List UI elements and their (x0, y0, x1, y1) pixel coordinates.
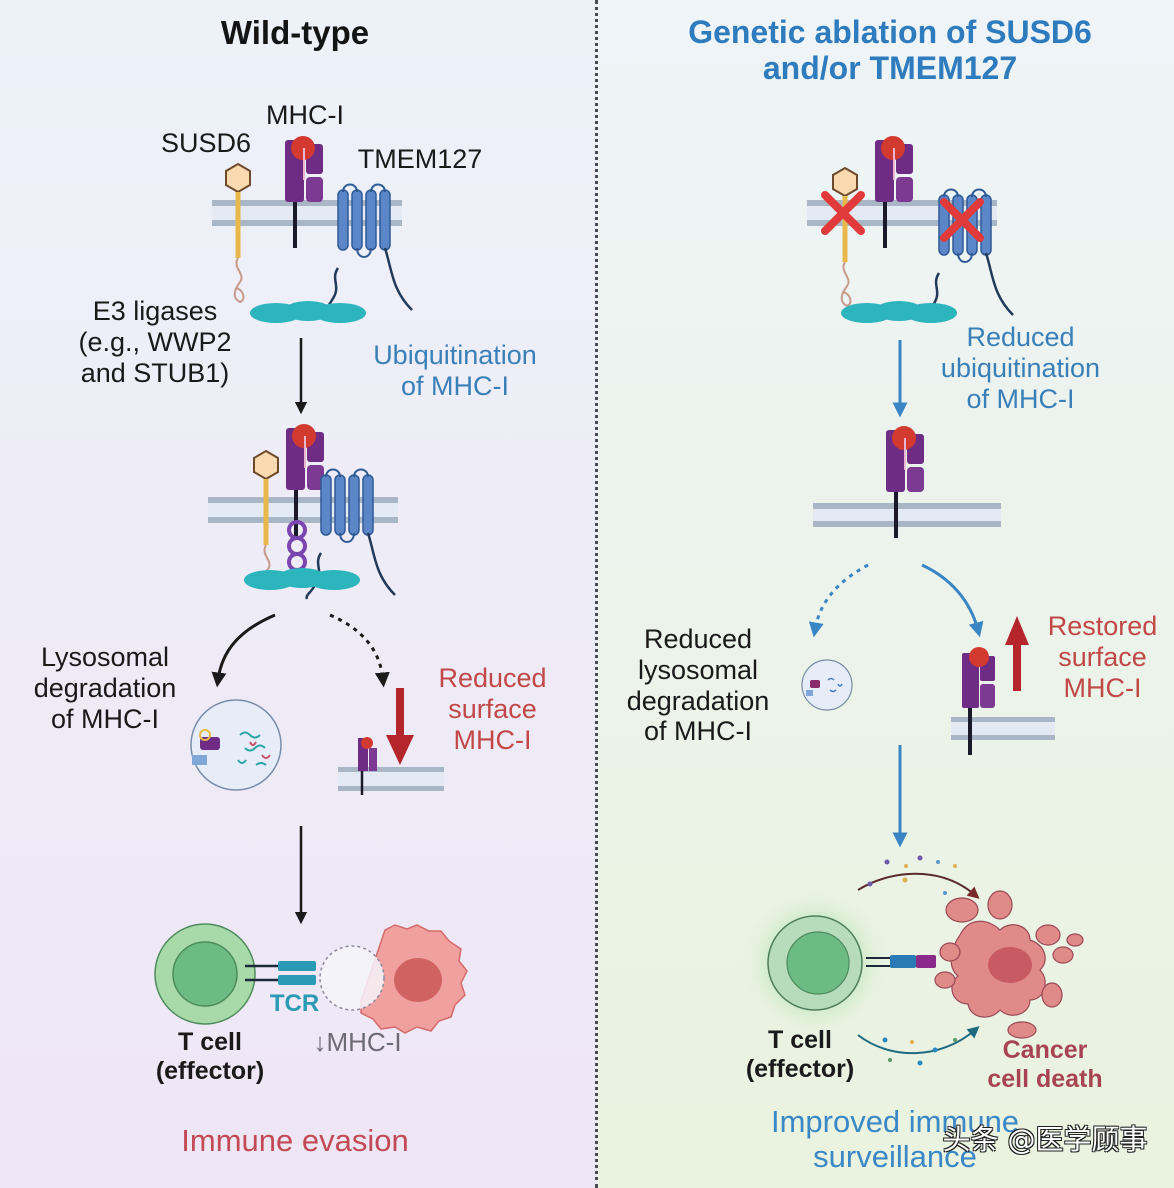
dashed-arrow-to-lysosome (808, 563, 869, 638)
red-up-arrow-icon (1005, 616, 1029, 691)
tmem127-label: TMEM127 (357, 144, 483, 174)
cancer-cell-death-label: Cancer cell death (987, 1036, 1103, 1093)
e3-ligases-label: E3 ligases (e.g., WWP2 and STUB1) (78, 296, 232, 388)
reduced-lysosomal-label: Reduced lysosomal degradation of MHC-I (626, 624, 770, 747)
wt-ubiquitinated-complex (208, 422, 398, 601)
tcr-receptor-icon (278, 961, 316, 971)
panel-divider (595, 0, 598, 1188)
susd6-label: SUSD6 (160, 128, 252, 158)
arrow-to-lysosome (211, 613, 276, 688)
cytotoxic-arrow-top (857, 872, 980, 899)
mhc-i-molecule-icon (873, 134, 915, 250)
reduced-surface-mhc-label: Reduced surface MHC-I (438, 663, 547, 755)
e3-ligase-icon (244, 568, 360, 590)
restored-surface-mhc-label: Restored surface MHC-I (1047, 611, 1158, 703)
mhc-peptide-complex-icon (916, 955, 936, 968)
dashed-arrow-to-surface (329, 613, 390, 688)
ko-t-cell-killing (740, 855, 1084, 1066)
lysosomal-degradation-label: Lysosomal degradation of MHC-I (33, 642, 177, 734)
ablation-title: Genetic ablation of SUSD6 and/or TMEM127 (688, 14, 1092, 87)
small-lysosome-icon (801, 659, 853, 711)
susd6-protein-icon (226, 164, 250, 302)
e3-ligase-icon (841, 301, 957, 323)
mhc-i-label: MHC-I (266, 100, 344, 130)
e3-ligase-icon (250, 301, 366, 323)
immune-evasion-label: Immune evasion (181, 1123, 409, 1158)
t-cell-label: T cell (effector) (745, 1026, 855, 1083)
tcr-receptor-icon (890, 955, 916, 968)
wild-type-title: Wild-type (220, 14, 370, 51)
reduced-mhc-label: ↓MHC-I (313, 1027, 402, 1057)
susd6-protein-icon (833, 168, 857, 306)
ubiquitination-label: Ubiquitination of MHC-I (373, 340, 537, 401)
watermark: 头条 @医学顾事 (942, 1123, 1148, 1156)
t-cell-label: T cell (effector) (155, 1028, 265, 1085)
cytotoxic-arrow-bottom (857, 1026, 980, 1055)
wt-reduced-surface-mhc (338, 688, 444, 795)
red-down-arrow-icon (386, 688, 414, 765)
reduced-ubiquitination-label: Reduced ubiquitination of MHC-I (940, 322, 1101, 414)
wt-t-cell-interaction (154, 923, 468, 1034)
cytokine-particles (867, 855, 957, 1066)
lysosome-icon (190, 699, 282, 791)
ko-mhc-on-membrane (813, 424, 1001, 540)
blue-arrow-to-surface (921, 563, 984, 638)
improved-surveillance-label: Improved immune surveillance (770, 1104, 1020, 1175)
ko-restored-surface-mhc (951, 616, 1055, 755)
tcr-label: TCR (269, 990, 320, 1017)
mhc-i-molecule-icon (283, 134, 325, 250)
ko-membrane-complex (807, 134, 1015, 321)
